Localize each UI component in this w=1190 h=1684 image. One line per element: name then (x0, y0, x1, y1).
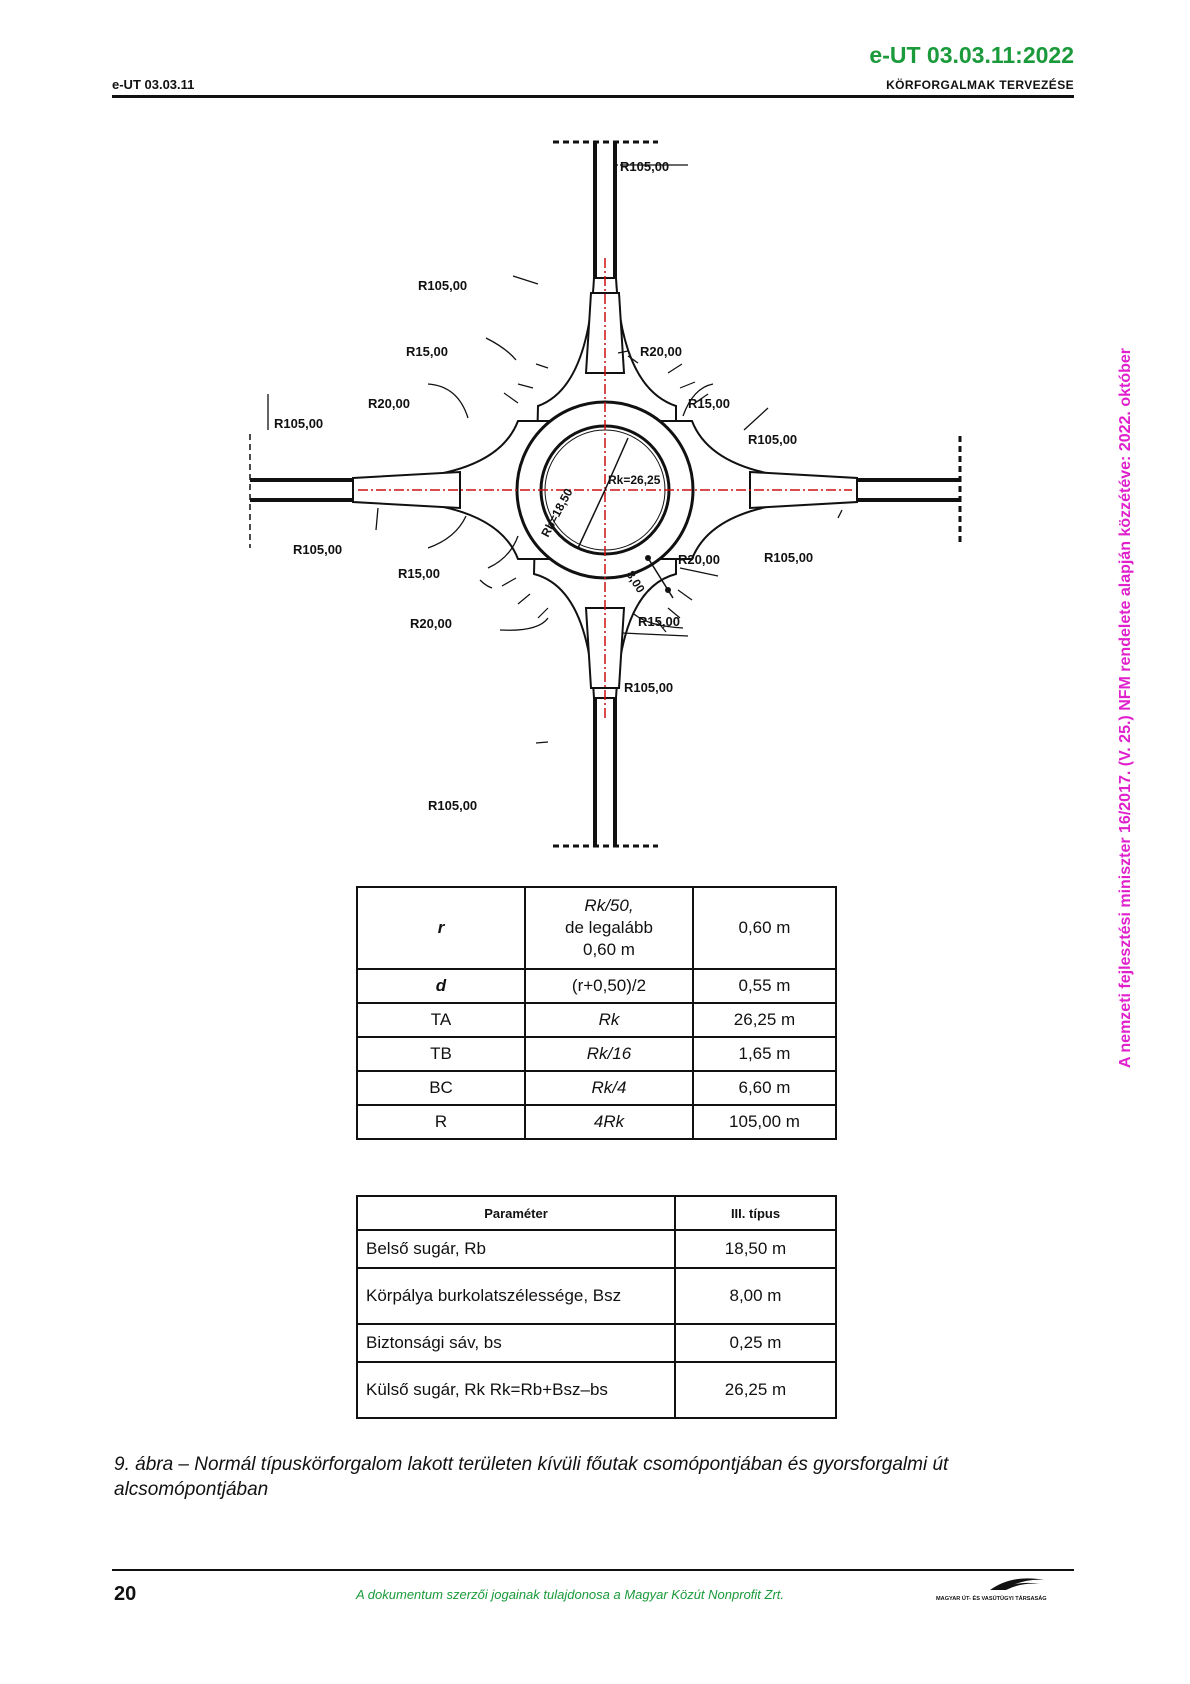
param-formula: Rk/4 (524, 1070, 694, 1106)
param-value: 1,65 m (692, 1036, 837, 1072)
formula-line: Rk/50, (584, 896, 634, 915)
label-r105-right-upper: R105,00 (748, 432, 797, 447)
table-row: R 4Rk 105,00 m (356, 1104, 837, 1140)
column-header-parameter: Paraméter (356, 1195, 676, 1231)
parameter-value: 8,00 m (674, 1267, 837, 1325)
parameter-label: Külső sugár, Rk Rk=Rb+Bsz–bs (356, 1361, 676, 1419)
publisher-logo: MAGYAR ÚT- ÉS VASÚTÜGYI TÁRSASÁG (936, 1578, 1047, 1602)
param-key: BC (356, 1070, 526, 1106)
label-r20-top-right: R20,00 (640, 344, 682, 359)
table-row: d (r+0,50)/2 0,55 m (356, 968, 837, 1004)
column-header-type: III. típus (674, 1195, 837, 1231)
section-title: KÖRFORGALMAK TERVEZÉSE (886, 78, 1074, 92)
parameter-value: 18,50 m (674, 1229, 837, 1269)
table-row: Külső sugár, Rk Rk=Rb+Bsz–bs 26,25 m (356, 1361, 837, 1419)
label-r105-top-right: R105,00 (620, 159, 669, 174)
label-r15-bottom-right: R15,00 (638, 614, 680, 629)
parameter-label: Biztonsági sáv, bs (356, 1323, 676, 1363)
table-row: r Rk/50, de legalább 0,60 m 0,60 m (356, 886, 837, 970)
param-key: d (356, 968, 526, 1004)
curve-ticks (501, 363, 709, 633)
param-formula: (r+0,50)/2 (524, 968, 694, 1004)
table-row: Körpálya burkolatszélessége, Bsz 8,00 m (356, 1267, 837, 1325)
param-value: 0,60 m (692, 886, 837, 970)
label-r105-right-lower: R105,00 (764, 550, 813, 565)
leader-lines (267, 164, 843, 744)
logo-text: MAGYAR ÚT- ÉS VASÚTÜGYI TÁRSASÁG (936, 1594, 1047, 1602)
publication-note: A nemzeti fejlesztési miniszter 16/2017.… (1117, 348, 1134, 1068)
label-r20-right-lower: R20,00 (678, 552, 720, 567)
label-r105-top-left: R105,00 (418, 278, 467, 293)
roundabout-diagram: R105,00 R105,00 R15,00 R20,00 R20,00 R15… (249, 140, 962, 848)
param-value: 0,55 m (692, 968, 837, 1004)
param-key: TA (356, 1002, 526, 1038)
document-code-short: e-UT 03.03.11 (112, 77, 195, 92)
parameter-table: Paraméter III. típus Belső sugár, Rb 18,… (356, 1195, 837, 1419)
param-formula: Rk/16 (524, 1036, 694, 1072)
table-header-row: Paraméter III. típus (356, 1195, 837, 1231)
copyright-notice: A dokumentum szerzői jogainak tulajdonos… (356, 1587, 785, 1602)
label-r15-left-lower: R15,00 (398, 566, 440, 581)
param-value: 26,25 m (692, 1002, 837, 1038)
param-formula: 4Rk (524, 1104, 694, 1140)
param-value: 6,60 m (692, 1070, 837, 1106)
parameter-value: 0,25 m (674, 1323, 837, 1363)
page-number: 20 (114, 1583, 137, 1605)
parameter-label: Körpálya burkolatszélessége, Bsz (356, 1267, 676, 1325)
figure-caption: 9. ábra – Normál típuskörforgalom lakott… (114, 1454, 949, 1500)
label-r15-right-upper: R15,00 (688, 396, 730, 411)
param-formula: Rk (524, 1002, 694, 1038)
outer-radius-dimension: Rk=26,25 (608, 473, 661, 487)
label-r20-bottom-left: R20,00 (410, 616, 452, 631)
table-row: BC Rk/4 6,60 m (356, 1070, 837, 1106)
label-r15-top-left: R15,00 (406, 344, 448, 359)
header-rule (112, 95, 1074, 98)
document-code: e-UT 03.03.11:2022 (869, 42, 1074, 68)
drawing-limits (249, 140, 962, 848)
param-formula: Rk/50, de legalább 0,60 m (524, 886, 694, 970)
param-value: 105,00 m (692, 1104, 837, 1140)
table-row: TA Rk 26,25 m (356, 1002, 837, 1038)
table-row: Belső sugár, Rb 18,50 m (356, 1229, 837, 1269)
footer-rule (112, 1569, 1074, 1571)
table-row: Biztonsági sáv, bs 0,25 m (356, 1323, 837, 1363)
formula-line: 0,60 m (583, 940, 635, 959)
formula-line: de legalább (565, 918, 653, 937)
label-r105-left-lower: R105,00 (293, 542, 342, 557)
param-key: TB (356, 1036, 526, 1072)
parameter-value: 26,25 m (674, 1361, 837, 1419)
parameter-label: Belső sugár, Rb (356, 1229, 676, 1269)
label-r105-bottom-left: R105,00 (428, 798, 477, 813)
table-row: TB Rk/16 1,65 m (356, 1036, 837, 1072)
radius-labels: R105,00 R105,00 R15,00 R20,00 R20,00 R15… (274, 159, 813, 813)
label-r20-left-upper: R20,00 (368, 396, 410, 411)
label-r105-bottom-right: R105,00 (624, 680, 673, 695)
label-r105-left-upper: R105,00 (274, 416, 323, 431)
param-key: r (356, 886, 526, 970)
param-key: R (356, 1104, 526, 1140)
dimension-markers (645, 555, 671, 593)
geometry-formula-table: r Rk/50, de legalább 0,60 m 0,60 m d (r+… (356, 886, 837, 1140)
